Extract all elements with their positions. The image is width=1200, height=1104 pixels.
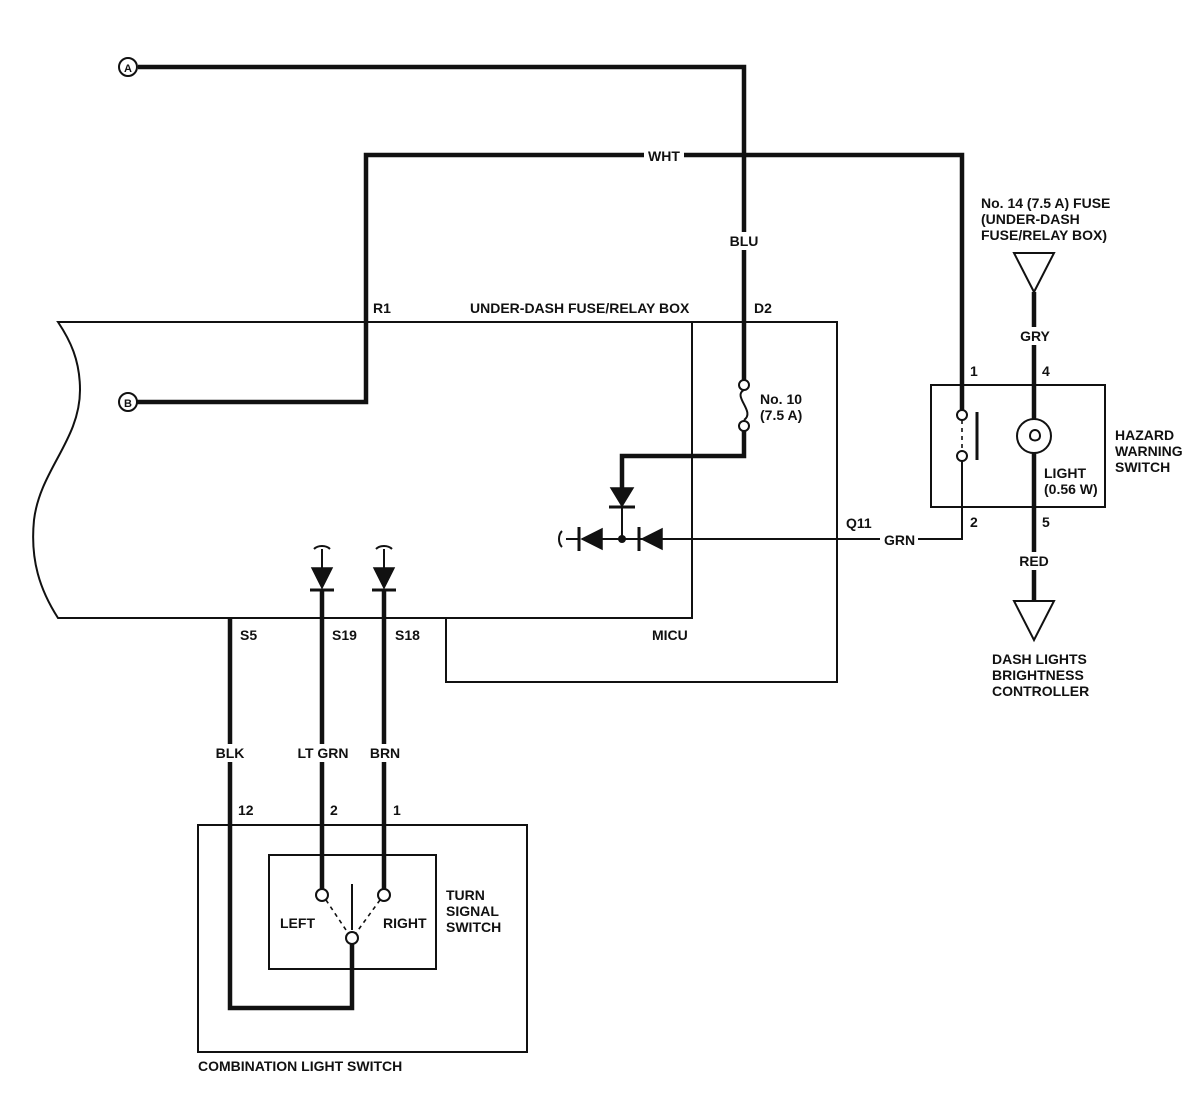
wire-label-blu: BLU — [730, 233, 759, 249]
wire-label-blk: BLK — [216, 745, 245, 761]
fuse-10-symbol — [739, 389, 749, 421]
turn-left-label: LEFT — [280, 915, 315, 931]
dash-controller-line3: CONTROLLER — [992, 683, 1089, 699]
turn-common-contact — [345, 931, 359, 945]
connector-a-label: A — [124, 63, 132, 75]
pin-r1: R1 — [373, 300, 391, 316]
turn-signal-switch-box — [268, 854, 437, 970]
connector-b — [118, 392, 138, 412]
wire-label-lt-grn: LT GRN — [297, 745, 348, 761]
dash-controller-symbol — [1012, 600, 1056, 643]
fuse-10-terminal-top — [738, 379, 750, 391]
diode-s19 — [310, 567, 334, 590]
wire-blk — [227, 618, 355, 1011]
hazard-switch-box — [930, 384, 1106, 508]
diode-left — [580, 527, 603, 551]
fuse-10-terminal-bottom — [738, 420, 750, 432]
turn-right-contact — [377, 888, 391, 902]
wire-a-blu — [138, 64, 747, 382]
combo-pin-2: 2 — [330, 802, 338, 818]
combination-switch-box — [197, 824, 528, 1053]
pin-s19: S19 — [332, 627, 357, 643]
hazard-contact-bottom — [956, 450, 968, 462]
light-label: LIGHT — [1044, 465, 1086, 481]
hazard-title-2: WARNING — [1115, 443, 1183, 459]
diode-s18 — [372, 567, 396, 590]
fuse-box-title: UNDER-DASH FUSE/RELAY BOX — [470, 300, 690, 316]
wire-label-wht: WHT — [648, 148, 680, 164]
micu-label: MICU — [652, 627, 688, 643]
junction-dot — [618, 535, 626, 543]
pin-s18: S18 — [395, 627, 420, 643]
turn-signal-title-2: SIGNAL — [446, 903, 499, 919]
hazard-pin-1: 1 — [970, 363, 978, 379]
combo-pin-12: 12 — [238, 802, 254, 818]
pin-q11: Q11 — [846, 515, 872, 531]
combination-switch-title: COMBINATION LIGHT SWITCH — [198, 1058, 402, 1074]
wire-wht — [128, 152, 965, 410]
fuse-box-outline — [32, 321, 693, 619]
hazard-pin-4: 4 — [1042, 363, 1050, 379]
dash-controller-line1: DASH LIGHTS — [992, 651, 1087, 667]
fuse-14-line3: FUSE/RELAY BOX) — [981, 227, 1107, 243]
wire-label-gry: GRY — [1020, 328, 1050, 344]
turn-left-contact — [315, 888, 329, 902]
hazard-pin-5: 5 — [1042, 514, 1050, 530]
diode-vertical — [609, 487, 635, 508]
diode-right — [640, 527, 663, 551]
wire-fuse10-out — [619, 431, 747, 488]
fuse-10-rating: (7.5 A) — [760, 407, 802, 423]
dash-controller-line2: BRIGHTNESS — [992, 667, 1084, 683]
turn-right-label: RIGHT — [383, 915, 427, 931]
fuse-10-label: No. 10 — [760, 391, 802, 407]
wire-label-brn: BRN — [370, 745, 400, 761]
hazard-pin-2: 2 — [970, 514, 978, 530]
fuse-14-line1: No. 14 (7.5 A) FUSE — [981, 195, 1110, 211]
hazard-title-1: HAZARD — [1115, 427, 1174, 443]
turn-signal-title-3: SWITCH — [446, 919, 501, 935]
wire-label-grn: GRN — [884, 532, 915, 548]
turn-signal-title-1: TURN — [446, 887, 485, 903]
pin-s5: S5 — [240, 627, 257, 643]
hazard-contact-top — [956, 409, 968, 421]
fuse-box-inner-section — [445, 321, 838, 683]
fuse-14-line2: (UNDER-DASH — [981, 211, 1080, 227]
hazard-light-icon — [1016, 418, 1052, 454]
connector-b-label: B — [124, 398, 132, 410]
wire-label-red: RED — [1019, 553, 1049, 569]
pin-d2: D2 — [754, 300, 772, 316]
light-wattage: (0.56 W) — [1044, 481, 1098, 497]
hazard-title-3: SWITCH — [1115, 459, 1170, 475]
combo-pin-1: 1 — [393, 802, 401, 818]
connector-a — [118, 57, 138, 77]
fuse-14-symbol — [1012, 252, 1056, 295]
